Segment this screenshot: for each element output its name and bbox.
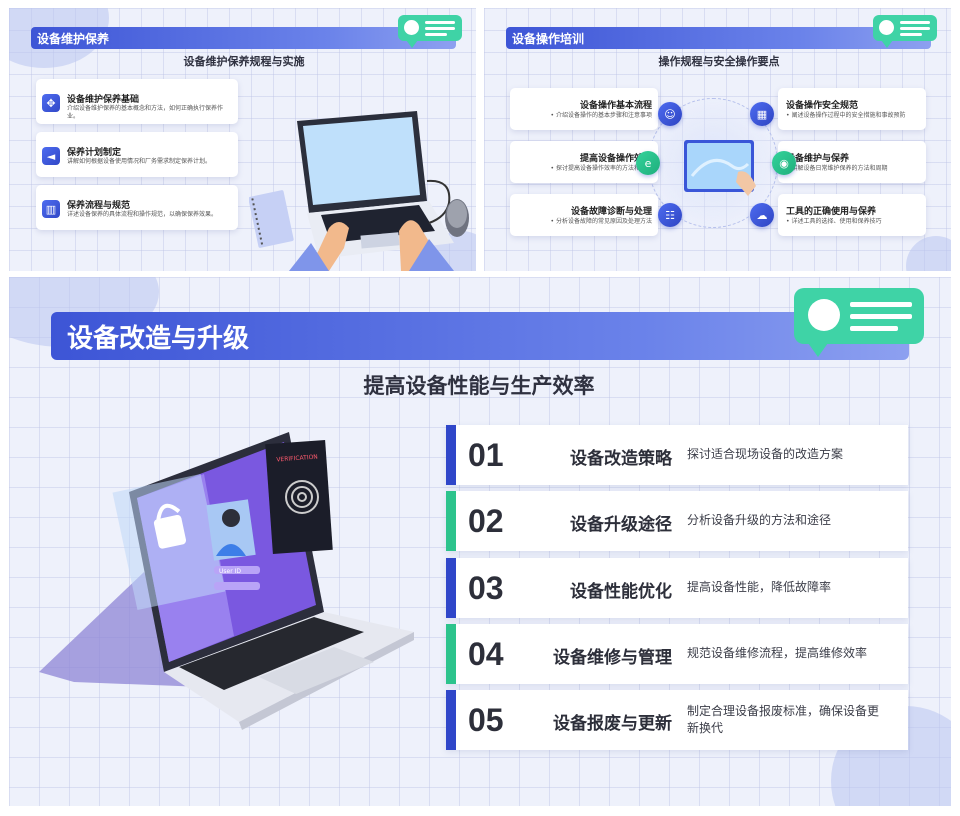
laptop-typing-illustration: [249, 111, 469, 271]
card-desc: 讲解如何根据设备使用情况和厂务需求制定保养计划。: [67, 158, 212, 165]
building-icon: ▦: [750, 102, 774, 126]
card-desc: 详述设备保养的具体流程和操作规范，以确保保养效果。: [67, 211, 218, 218]
left-item-fault-diagnosis: 设备故障诊断与处理 • 分析设备故障的常见原因及处理方法: [510, 194, 658, 236]
row-desc: 探讨适合现场设备的改造方案: [687, 447, 844, 462]
slide-title-bar: 设备操作培训: [506, 27, 931, 49]
list-item-03: 03 设备性能优化 提高设备性能，降低故障率: [446, 558, 908, 618]
trash-icon: ▥: [42, 200, 60, 218]
list-item-02: 02 设备升级途径 分析设备升级的方法和途径: [446, 491, 908, 551]
row-accent: [446, 425, 456, 485]
background-blob: [906, 236, 951, 271]
list-item-01: 01 设备改造策略 探讨适合现场设备的改造方案: [446, 425, 908, 485]
row-number: 05: [468, 702, 504, 738]
card-title: 保养计划制定: [67, 148, 122, 158]
list-item-05: 05 设备报废与更新 制定合理设备报废标准，确保设备更新换代: [446, 690, 908, 750]
row-accent: [446, 558, 456, 618]
row-number: 03: [468, 570, 504, 606]
item-title: 提高设备操作效率: [579, 154, 652, 164]
card-maintenance-plan: ◄ 保养计划制定 讲解如何根据设备使用情况和厂务需求制定保养计划。: [36, 132, 238, 177]
row-accent: [446, 491, 456, 551]
illustration-verification-text: VERIFICATION: [276, 454, 318, 464]
chat-bubble-icon: ☺: [658, 102, 682, 126]
card-title: 保养流程与规范: [67, 201, 131, 211]
megaphone-icon: ◄: [42, 147, 60, 165]
row-label: 设备改造策略: [570, 449, 672, 469]
left-item-basic-process: 设备操作基本流程 • 介绍设备操作的基本步骤和注意事项: [510, 88, 658, 130]
item-desc-text: 讲解设备日常维护保养的方法和周期: [791, 165, 888, 172]
card-title: 设备维护保养基础: [67, 95, 140, 105]
row-accent: [446, 624, 456, 684]
slide-equipment-maintenance: 设备维护保养 设备维护保养规程与实施 ✥ 设备维护保养基础 介绍设备维护保养的基…: [9, 8, 476, 271]
chat-profile-icon: [398, 15, 462, 48]
left-item-efficiency: 提高设备操作效率 • 探讨提高设备操作效率的方法和技巧: [510, 141, 658, 183]
maintenance-icon: ✥: [42, 94, 60, 112]
slide-title: 设备维护保养: [37, 31, 110, 46]
right-item-tools: 工具的正确使用与保养 • 详述工具的选择、使用和保养技巧: [778, 194, 926, 236]
item-title: 设备维护与保养: [786, 154, 850, 164]
item-desc: • 分析设备故障的常见原因及处理方法: [550, 218, 652, 225]
list-item-04: 04 设备维修与管理 规范设备维修流程，提高维修效率: [446, 624, 908, 684]
browser-e-icon: e: [636, 151, 660, 175]
item-title: 设备故障诊断与处理: [570, 207, 652, 217]
slide-subtitle: 提高设备性能与生产效率: [363, 374, 595, 398]
right-item-maintenance: 设备维护与保养 • 讲解设备日常维护保养的方法和周期: [778, 141, 926, 183]
row-label: 设备报废与更新: [553, 714, 672, 734]
right-item-safety: 设备操作安全规范 • 阐述设备操作过程中的安全措施和事故预防: [778, 88, 926, 130]
item-desc-text: 分析设备故障的常见原因及处理方法: [555, 218, 652, 225]
slide-title: 设备改造与升级: [67, 323, 250, 354]
laptop-security-illustration: User ID VERIFICATION: [39, 432, 414, 730]
slide-title-bar: 设备改造与升级: [51, 312, 909, 360]
slide-title-bar: 设备维护保养: [31, 27, 456, 49]
slide-subtitle: 操作规程与安全操作要点: [658, 55, 780, 68]
item-desc: • 讲解设备日常维护保养的方法和周期: [786, 165, 887, 173]
slide-equipment-operation-training: 设备操作培训 操作规程与安全操作要点 设备操作基本流程 • 介绍设备操作的基本步…: [484, 8, 951, 271]
row-number: 02: [468, 503, 504, 539]
chat-profile-icon: [873, 15, 937, 48]
slide-title: 设备操作培训: [512, 31, 585, 46]
coins-icon: ◉: [772, 151, 796, 175]
team-icon: ☷: [658, 203, 682, 227]
row-label: 设备维修与管理: [553, 648, 672, 668]
item-desc-text: 阐述设备操作过程中的安全措施和事故预防: [791, 112, 906, 119]
row-desc: 分析设备升级的方法和途径: [687, 513, 832, 528]
item-desc-text: 探讨提高设备操作效率的方法和技巧: [555, 165, 652, 172]
item-desc: • 探讨提高设备操作效率的方法和技巧: [550, 165, 652, 172]
row-number: 04: [468, 636, 504, 672]
cloud-sync-icon: ☁: [750, 203, 774, 227]
row-desc: 提高设备性能，降低故障率: [687, 580, 832, 595]
item-title: 工具的正确使用与保养: [786, 207, 877, 217]
row-label: 设备升级途径: [570, 515, 672, 535]
item-desc: • 详述工具的选择、使用和保养技巧: [786, 218, 882, 225]
item-title: 设备操作安全规范: [786, 101, 859, 111]
card-desc: 介绍设备维护保养的基本概念和方法，如何正确执行保养作业。: [67, 105, 224, 121]
row-desc: 规范设备维修流程，提高维修效率: [687, 646, 868, 661]
item-title: 设备操作基本流程: [579, 101, 652, 111]
card-maintenance-basics: ✥ 设备维护保养基础 介绍设备维护保养的基本概念和方法，如何正确执行保养作业。: [36, 79, 238, 124]
item-desc: • 介绍设备操作的基本步骤和注意事项: [550, 112, 652, 119]
slide-equipment-upgrade: 设备改造与升级 提高设备性能与生产效率 User ID VERIFICATION: [9, 277, 951, 806]
item-desc: • 阐述设备操作过程中的安全措施和事故预防: [786, 112, 906, 119]
item-desc-text: 详述工具的选择、使用和保养技巧: [791, 218, 882, 225]
row-desc: 制定合理设备报废标准，确保设备更新换代: [687, 703, 880, 735]
slide-subtitle: 设备维护保养规程与实施: [183, 55, 305, 68]
row-label: 设备性能优化: [570, 582, 672, 602]
card-maintenance-process: ▥ 保养流程与规范 详述设备保养的具体流程和操作规范，以确保保养效果。: [36, 185, 238, 230]
row-number: 01: [468, 437, 504, 473]
tablet-illustration: [684, 140, 756, 196]
chat-profile-icon: [794, 288, 924, 357]
illustration-user-id-text: User ID: [219, 568, 241, 575]
row-accent: [446, 690, 456, 750]
item-desc-text: 介绍设备操作的基本步骤和注意事项: [555, 112, 652, 119]
